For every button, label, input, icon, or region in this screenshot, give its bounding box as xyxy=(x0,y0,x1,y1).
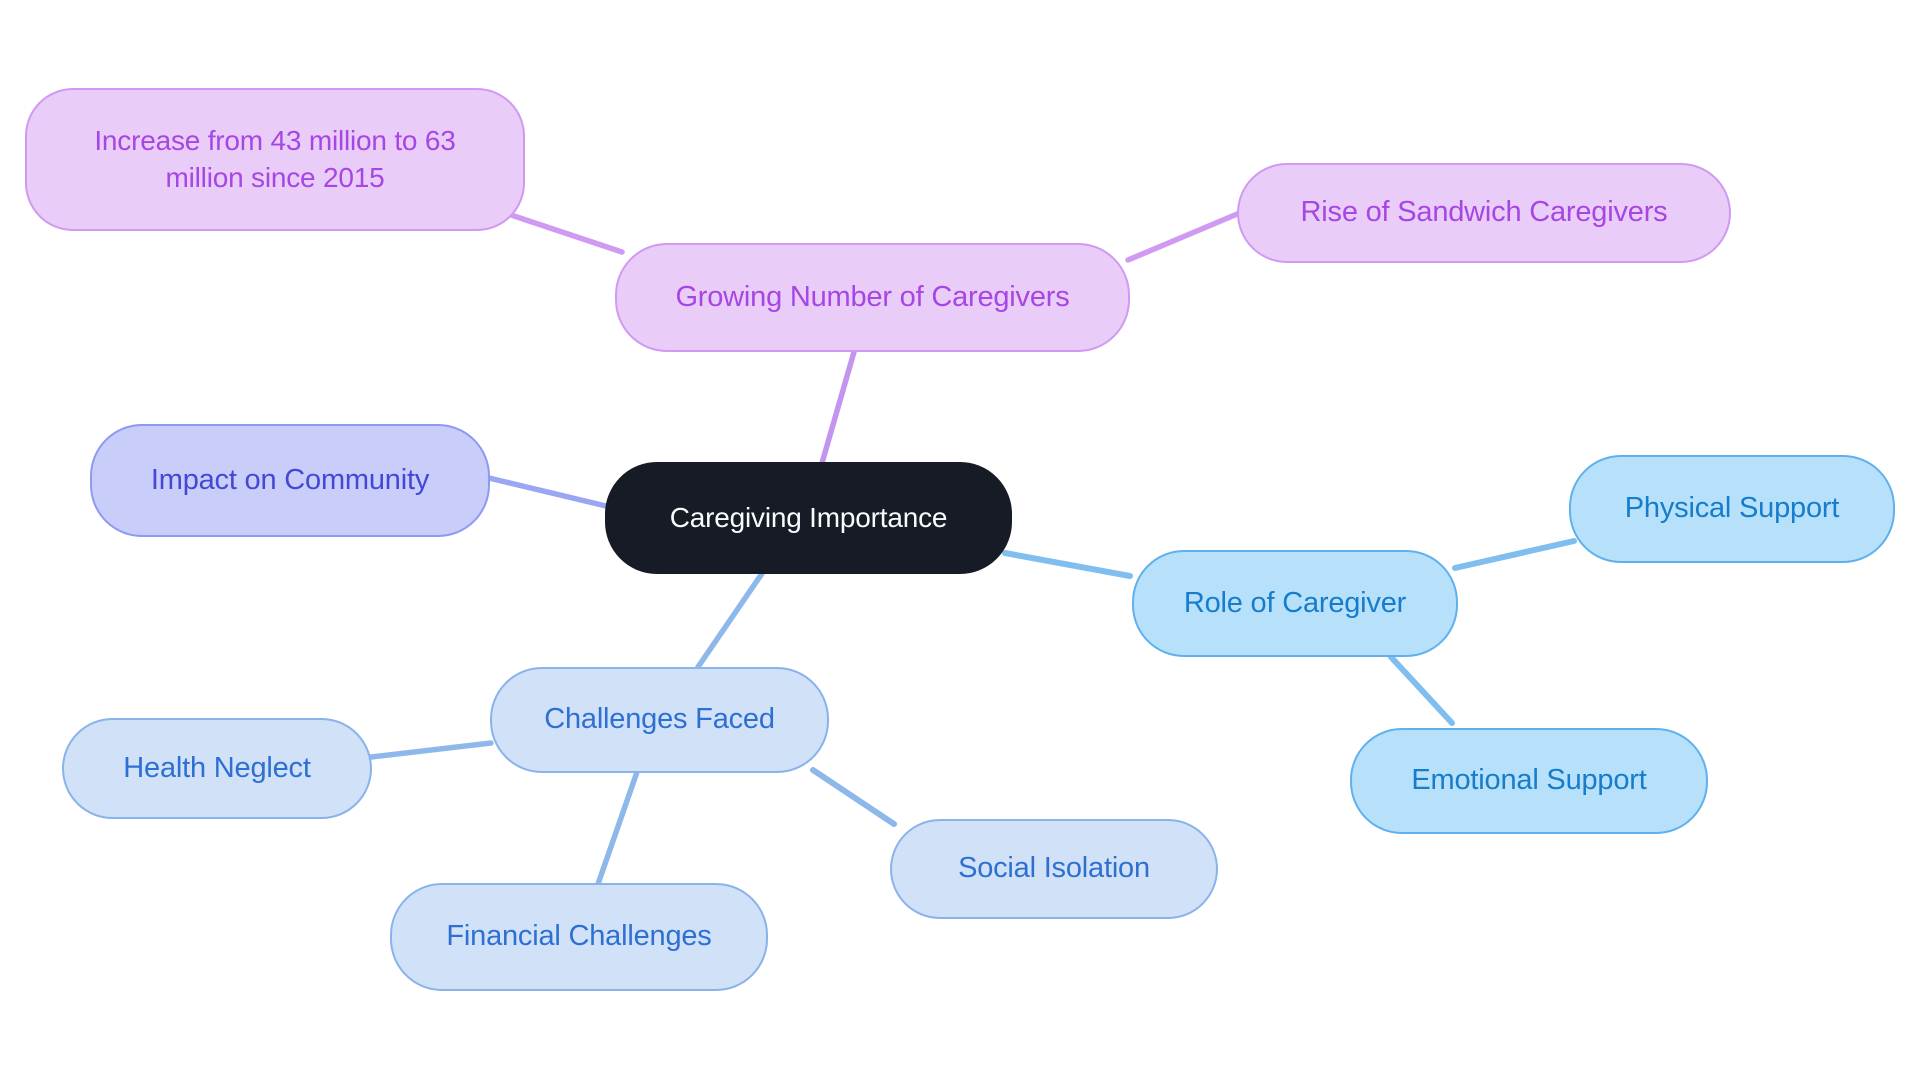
node-label: Physical Support xyxy=(1624,492,1840,525)
node-emotional-support[interactable]: Emotional Support xyxy=(1350,728,1708,834)
edge-central-challenges xyxy=(695,569,766,670)
node-label: Emotional Support xyxy=(1411,764,1647,797)
node-physical-support[interactable]: Physical Support xyxy=(1569,455,1895,563)
node-label: Financial Challenges xyxy=(446,920,712,953)
node-label: Challenges Faced xyxy=(544,703,775,736)
node-rise-of-sandwich-caregivers[interactable]: Rise of Sandwich Caregivers xyxy=(1237,163,1731,263)
edge-role-physical xyxy=(1452,538,1577,571)
node-financial-challenges[interactable]: Financial Challenges xyxy=(390,883,768,991)
edge-challenges-financial xyxy=(595,769,640,887)
edge-growing-rise xyxy=(1125,209,1245,263)
node-health-neglect[interactable]: Health Neglect xyxy=(62,718,372,819)
node-label: Role of Caregiver xyxy=(1183,586,1407,619)
node-label: Impact on Community xyxy=(150,463,430,496)
edge-role-emotional xyxy=(1388,654,1455,726)
edge-impact-central xyxy=(486,475,609,509)
node-central-caregiving-importance[interactable]: Caregiving Importance xyxy=(605,462,1012,574)
node-growing-number-of-caregivers[interactable]: Growing Number of Caregivers xyxy=(615,243,1130,352)
node-label: Rise of Sandwich Caregivers xyxy=(1300,196,1668,229)
edge-central-growing xyxy=(819,349,857,466)
node-social-isolation[interactable]: Social Isolation xyxy=(890,819,1218,919)
edge-challenges-health xyxy=(368,740,494,760)
node-impact-on-community[interactable]: Impact on Community xyxy=(90,424,490,537)
edge-challenges-social xyxy=(810,767,897,827)
node-increase-43-to-63-million[interactable]: Increase from 43 million to 63 million s… xyxy=(25,88,525,231)
edge-central-role xyxy=(1002,550,1133,579)
node-role-of-caregiver[interactable]: Role of Caregiver xyxy=(1132,550,1458,657)
node-label: Increase from 43 million to 63 million s… xyxy=(94,125,456,193)
node-challenges-faced[interactable]: Challenges Faced xyxy=(490,667,829,773)
node-label: Social Isolation xyxy=(958,852,1150,885)
node-label: Caregiving Importance xyxy=(669,501,948,533)
node-label: Growing Number of Caregivers xyxy=(675,280,1070,313)
node-label: Health Neglect xyxy=(123,751,311,784)
edge-growing-increase xyxy=(505,211,625,255)
